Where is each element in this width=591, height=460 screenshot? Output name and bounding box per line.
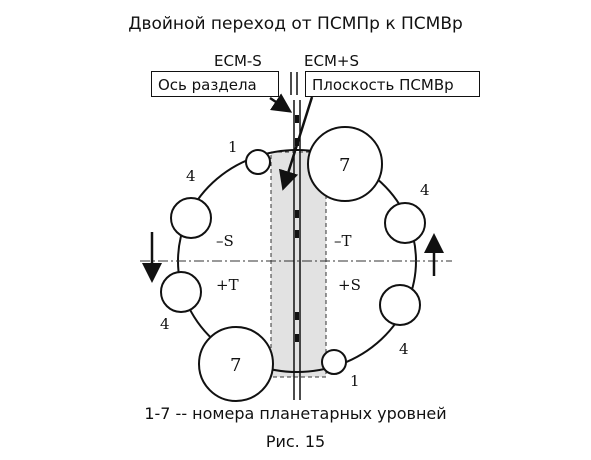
ecm-plus-label: ECM+S xyxy=(304,52,359,70)
label-bottom-small: 1 xyxy=(350,372,360,390)
planet-right-upper xyxy=(384,202,426,244)
quadrant-upper-left: –S xyxy=(216,232,234,250)
ecm-minus-label: ECM-S xyxy=(214,52,262,70)
label-left-upper: 4 xyxy=(186,167,196,185)
caption-levels: 1-7 -- номера планетарных уровней xyxy=(144,404,447,423)
planet-bottom-small xyxy=(321,349,347,375)
quadrant-lower-right: +S xyxy=(338,276,361,294)
quadrant-upper-right: –T xyxy=(334,232,352,250)
planet-left-upper xyxy=(170,197,212,239)
label-right-lower: 4 xyxy=(399,340,409,358)
separation-axis-box: Ось раздела xyxy=(151,71,279,97)
caption-figure-number: Рис. 15 xyxy=(265,432,326,451)
label-left-lower: 4 xyxy=(160,315,170,333)
figure-title: Двойной переход от ПСМПр к ПСМВр xyxy=(128,14,463,34)
label-top-small: 1 xyxy=(228,138,238,156)
planet-right-lower xyxy=(379,284,421,326)
psmvr-plane-box: Плоскость ПСМВр xyxy=(305,71,480,97)
planet-top-big xyxy=(307,126,383,202)
plane-arrow xyxy=(278,96,314,191)
planet-top-small xyxy=(245,149,271,175)
label-top-big: 7 xyxy=(339,155,350,176)
label-bottom-big: 7 xyxy=(230,355,241,376)
separation-axis-arrow xyxy=(269,93,293,113)
planet-left-lower xyxy=(160,271,202,313)
quadrant-lower-left: +T xyxy=(216,276,239,294)
label-right-upper: 4 xyxy=(420,181,430,199)
planet-bottom-big xyxy=(198,326,274,402)
